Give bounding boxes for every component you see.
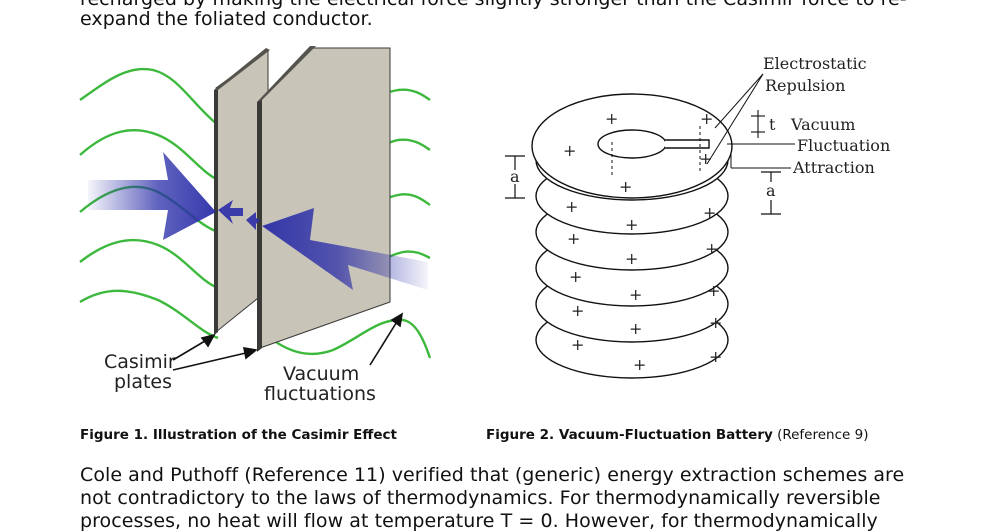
svg-text:+: + <box>707 281 720 300</box>
svg-text:+: + <box>709 347 722 366</box>
svg-text:+: + <box>563 141 576 160</box>
svg-text:+: + <box>619 177 632 196</box>
svg-text:+: + <box>703 203 716 222</box>
paragraph-line: not contradictory to the laws of thermod… <box>80 487 881 509</box>
label-attraction: Attraction <box>792 158 875 177</box>
paragraph-line: recharged by making the electrical force… <box>80 0 907 10</box>
figure-1-caption: Figure 1. Illustration of the Casimir Ef… <box>80 427 397 443</box>
svg-text:+: + <box>565 197 578 216</box>
figure-2-caption-title: Figure 2. Vacuum-Fluctuation Battery <box>486 427 773 443</box>
svg-text:+: + <box>571 335 584 354</box>
label-repulsion: Repulsion <box>765 76 845 95</box>
dimension-t <box>751 110 765 138</box>
dimension-a-right <box>761 171 781 215</box>
label-casimir: Casimir <box>104 351 176 373</box>
dimension-a-left <box>505 155 525 199</box>
figure-2-caption: Figure 2. Vacuum-Fluctuation Battery (Re… <box>486 427 868 443</box>
svg-text:+: + <box>709 313 722 332</box>
svg-text:+: + <box>605 109 618 128</box>
svg-text:+: + <box>569 267 582 286</box>
svg-text:+: + <box>699 149 712 168</box>
vacuum-pointer <box>369 312 404 366</box>
label-fluctuation: Fluctuation <box>797 136 890 155</box>
svg-text:+: + <box>700 109 713 128</box>
leader-lines <box>706 73 795 169</box>
label-electrostatic: Electrostatic <box>763 54 867 73</box>
vacuum-fluctuation-battery-figure: + + + + + + + + + + + + + + + + + + + + … <box>505 54 890 379</box>
casimir-plate-left <box>214 48 270 335</box>
svg-text:+: + <box>625 249 638 268</box>
svg-text:+: + <box>633 355 646 374</box>
svg-text:+: + <box>629 285 642 304</box>
casimir-plate-right <box>257 46 391 352</box>
label-a-right: a <box>766 181 776 200</box>
svg-text:+: + <box>705 239 718 258</box>
paragraph-line: Cole and Puthoff (Reference 11) verified… <box>80 464 905 486</box>
label-t: t <box>769 115 776 134</box>
label-a-left: a <box>510 167 520 186</box>
figure-1-caption-title: Figure 1. Illustration of the Casimir Ef… <box>80 427 397 443</box>
label-fluctuations: fluctuations <box>264 383 376 405</box>
svg-text:+: + <box>629 319 642 338</box>
label-vacuum: Vacuum <box>790 115 855 134</box>
svg-text:+: + <box>625 215 638 234</box>
svg-text:+: + <box>567 229 580 248</box>
label-plates: plates <box>114 371 172 393</box>
plus-signs: + + + + + + + + + + + + + + + + + + + + <box>563 109 722 374</box>
plates-pointer <box>172 333 258 371</box>
battery-stack <box>531 93 733 379</box>
casimir-effect-figure: Casimir plates Vacuum fluctuations <box>79 46 432 405</box>
label-vacuum: Vacuum <box>283 363 359 385</box>
paragraph-line: expand the foliated conductor. <box>80 8 373 30</box>
casimir-force-arrows <box>88 152 428 290</box>
figure-2-caption-ref: (Reference 9) <box>772 427 869 443</box>
paragraph-line: processes, no heat will flow at temperat… <box>80 510 878 532</box>
inner-gap-lines <box>611 126 701 176</box>
svg-text:+: + <box>571 301 584 320</box>
